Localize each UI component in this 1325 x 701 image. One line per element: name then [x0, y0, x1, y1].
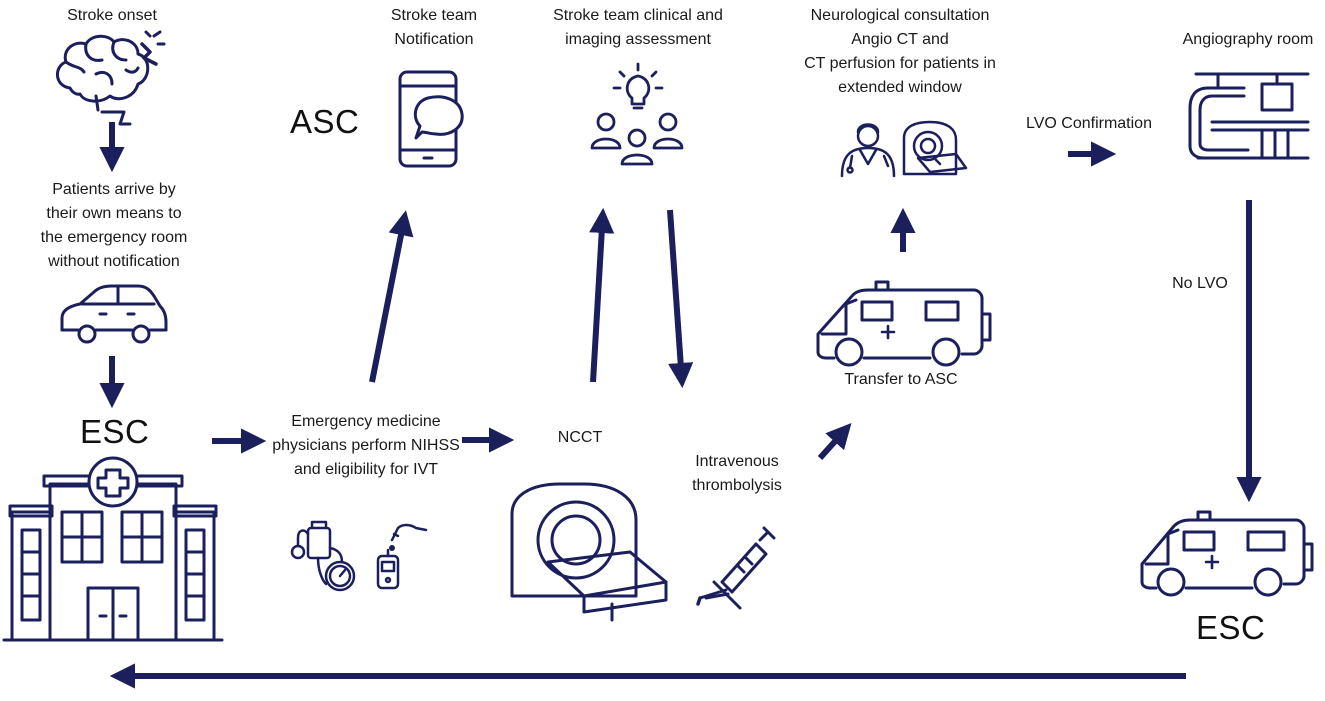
- brain-lightning-icon: [56, 30, 166, 126]
- label-transfer-to-asc: Transfer to ASC: [844, 371, 958, 388]
- arrow-ncct-to-assessment: [589, 207, 615, 383]
- arrow-assessment-to-ncct: [667, 209, 694, 389]
- arrow-physicians-to-notification: [369, 210, 414, 383]
- ambulance-icon: [816, 280, 992, 367]
- label-esc-top: ESC: [80, 413, 150, 450]
- label-intravenous-thrombolysis: Intravenous thrombolysis: [692, 453, 782, 494]
- ambulance-bottom-icon: [1140, 510, 1314, 597]
- label-esc-bottom: ESC: [1196, 609, 1266, 646]
- label-lvo-confirmation: LVO Confirmation: [1026, 115, 1152, 132]
- smartphone-chat-icon: [398, 70, 464, 168]
- team-idea-icon: [590, 62, 684, 166]
- label-angiography-room: Angiography room: [1182, 31, 1314, 48]
- label-ncct: NCCT: [557, 429, 603, 446]
- label-patients-arrive: Patients arrive by their own means to th…: [40, 181, 188, 270]
- label-emergency-physicians: Emergency medicine physicians perform NI…: [272, 413, 460, 478]
- ct-scanner-icon: [510, 482, 668, 622]
- blood-pressure-monitor-icon: [290, 520, 356, 592]
- label-stroke-onset: Stroke onset: [67, 7, 157, 24]
- label-stroke-team-assessment: Stroke team clinical and imaging assessm…: [553, 7, 723, 48]
- label-asc: ASC: [290, 103, 360, 140]
- ct-scanner-small-icon: [902, 120, 968, 176]
- glucometer-icon: [376, 523, 428, 590]
- label-no-lvo: No LVO: [1172, 275, 1228, 292]
- car-icon: [60, 284, 168, 344]
- syringe-icon: [696, 526, 776, 610]
- doctor-icon: [840, 123, 896, 178]
- hospital-icon: [2, 456, 224, 642]
- arrow-thrombolysis-to-transfer: [817, 423, 852, 461]
- label-neurological-consultation: Neurological consultation Angio CT and C…: [804, 7, 996, 96]
- angiography-machine-icon: [1188, 72, 1310, 160]
- label-stroke-team-notification: Stroke team Notification: [390, 7, 478, 48]
